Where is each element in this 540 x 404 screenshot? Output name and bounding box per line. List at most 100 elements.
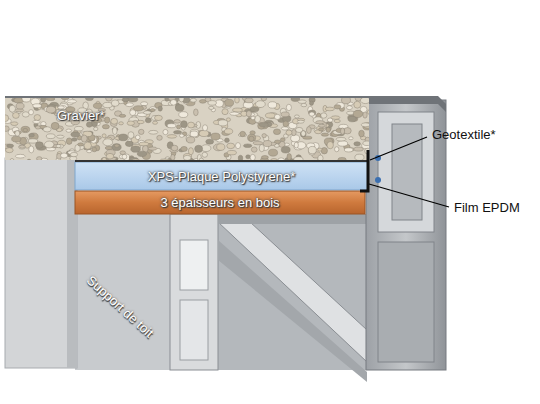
pebble (9, 105, 15, 112)
pebble (13, 112, 20, 118)
pebble (347, 106, 353, 110)
pebble (173, 131, 181, 134)
pebble (225, 99, 234, 106)
pebble (128, 98, 138, 102)
pebble (148, 147, 157, 150)
pebble (318, 155, 323, 160)
pebble (81, 135, 87, 142)
pebble (248, 134, 256, 141)
pebble (318, 128, 323, 131)
pebble (361, 123, 369, 127)
pebble (78, 143, 84, 146)
pebble (246, 155, 251, 159)
pebble (163, 129, 168, 134)
pebble (338, 157, 346, 160)
pebble (348, 116, 356, 121)
pebble (334, 119, 340, 122)
pebble (297, 120, 304, 123)
pebble (174, 120, 181, 124)
pebble (157, 135, 163, 140)
pebble (120, 151, 126, 155)
pebble (106, 98, 113, 101)
pebble (170, 100, 176, 106)
pebble (176, 125, 180, 129)
pebble (29, 133, 35, 137)
pebble (344, 128, 352, 134)
pebble (190, 131, 198, 137)
gravel-texture (5, 98, 369, 160)
pebble (33, 104, 42, 108)
pebble (327, 142, 333, 149)
pebble (353, 110, 363, 117)
pebble (245, 98, 253, 103)
beam-channel (180, 240, 208, 290)
pebble (226, 118, 230, 122)
xps-band: XPS-Plaque Polystyrene* (75, 162, 368, 190)
pebble (44, 141, 53, 148)
pebble (317, 148, 322, 151)
pebble (249, 136, 254, 141)
pebble (218, 120, 227, 126)
pebble (125, 141, 133, 146)
pebble (294, 157, 303, 160)
layer-name: 3 épaisseurs en bois (160, 195, 279, 210)
pebble (287, 154, 292, 160)
pebble (222, 109, 228, 115)
pebble (251, 116, 255, 120)
pebble (255, 116, 261, 123)
pebble (106, 153, 114, 159)
pebble (199, 158, 203, 160)
pebble (268, 102, 277, 108)
pebble (21, 126, 30, 132)
profile-inner (392, 124, 422, 220)
pebble (171, 145, 178, 151)
pebble (224, 129, 232, 134)
pebble (314, 128, 323, 133)
pebble (286, 130, 292, 135)
pebble (102, 125, 109, 129)
pebble (167, 124, 176, 128)
pebble (303, 136, 313, 139)
pebble (294, 115, 299, 118)
pebble (70, 152, 77, 156)
pebble (61, 98, 69, 100)
wood-layers (75, 191, 365, 214)
pebble (22, 112, 29, 117)
pebble (227, 143, 235, 149)
pebble (359, 130, 365, 137)
xps-board (75, 162, 368, 190)
pebble (114, 144, 119, 147)
pebble (5, 148, 13, 153)
pebble (331, 116, 340, 119)
pebble (273, 129, 280, 135)
pebble (199, 130, 209, 136)
pebble (136, 135, 141, 140)
pebble (202, 152, 207, 157)
pebble (86, 98, 94, 100)
pebble (19, 145, 26, 149)
pebble (72, 138, 78, 141)
pebble (188, 148, 193, 155)
pebble (281, 112, 289, 117)
pebble (274, 114, 280, 119)
pebble (308, 146, 316, 153)
pebble (29, 110, 34, 115)
callout-label: Film EPDM (454, 200, 520, 215)
pebble (84, 142, 91, 149)
pebble (150, 109, 155, 112)
pebble (363, 141, 369, 146)
pebble (227, 150, 236, 154)
frame-panel (75, 214, 175, 370)
pebble (179, 134, 184, 137)
pebble (225, 138, 230, 143)
pebble (238, 155, 243, 160)
pebble (94, 127, 98, 131)
pebble (354, 142, 361, 146)
beam-channel (180, 300, 208, 360)
pebble (355, 154, 364, 160)
pebble (127, 121, 134, 125)
pebble (137, 151, 146, 156)
profile-lower (378, 242, 434, 362)
pebble (183, 155, 191, 160)
pebble (74, 126, 83, 131)
